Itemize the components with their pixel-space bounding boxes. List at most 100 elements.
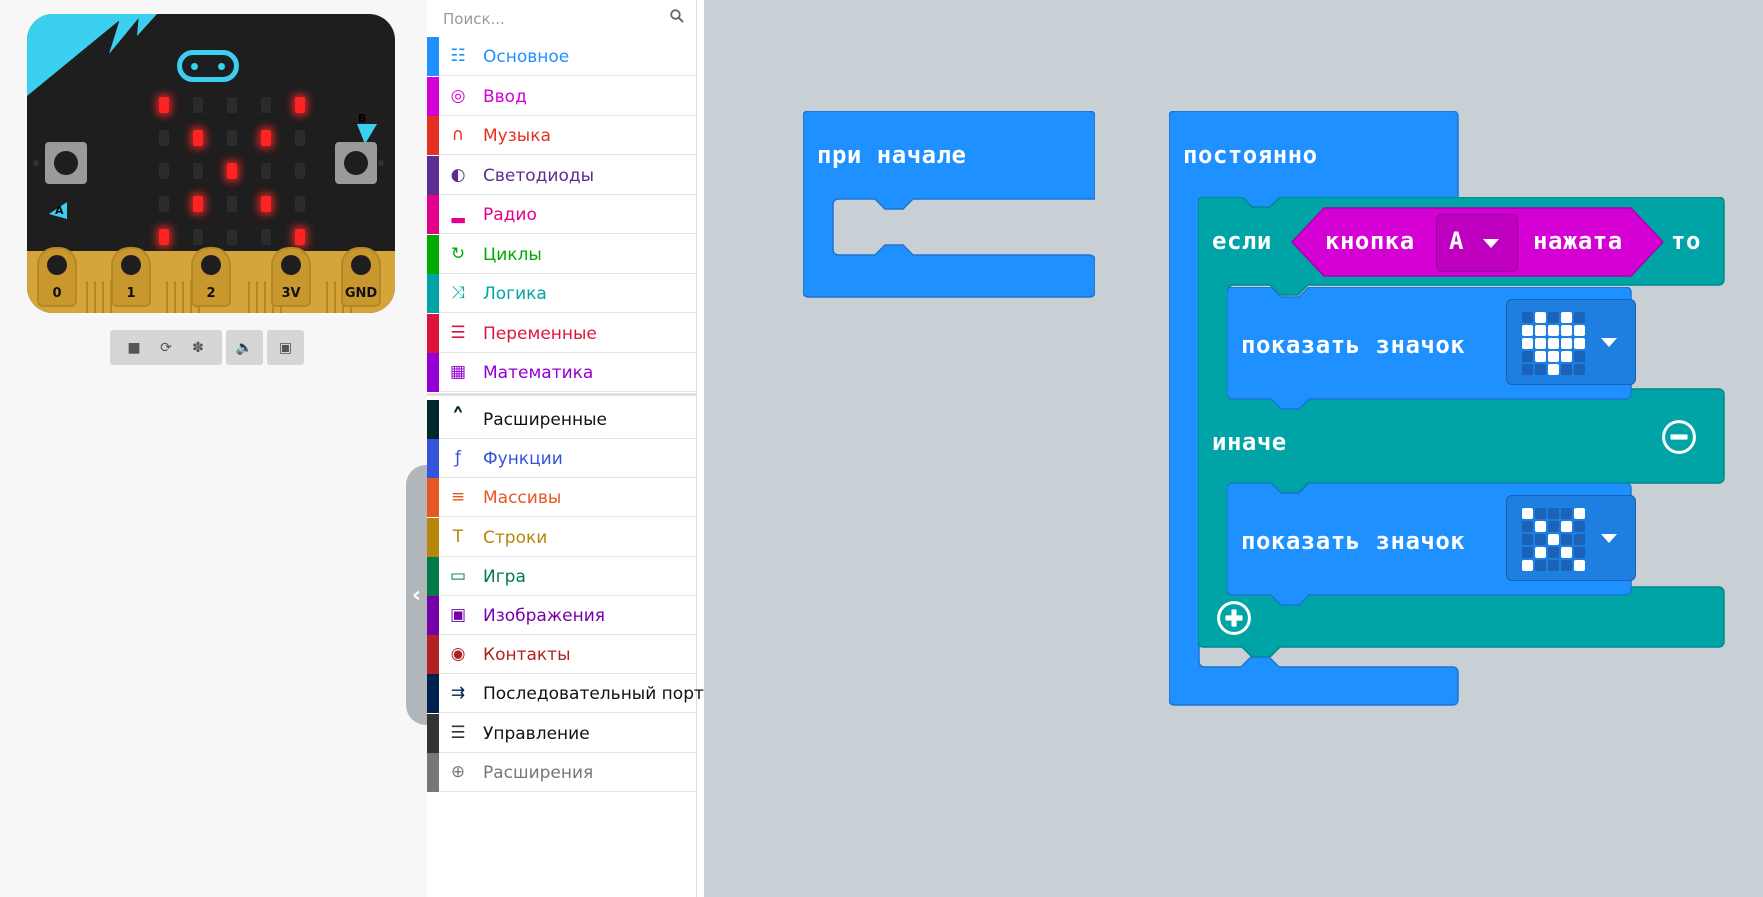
- icon-pixel: [1522, 312, 1533, 323]
- simulator-pane: A B 0 1 2 3V GND ■ ⟳ ✽ 🔈: [0, 0, 427, 897]
- led-1-1: [193, 130, 203, 146]
- pin-3v[interactable]: 3V: [271, 247, 311, 307]
- on-start-block[interactable]: [803, 111, 1095, 301]
- collapse-simulator-button[interactable]: ‹: [406, 465, 427, 725]
- icon-pixel: [1522, 508, 1533, 519]
- icon-pixel: [1522, 521, 1533, 532]
- chevron-left-icon: ‹: [411, 582, 422, 608]
- add-else-if-button[interactable]: [1216, 600, 1252, 636]
- remove-else-button[interactable]: [1661, 419, 1697, 455]
- microbit-corner-logo: [27, 14, 377, 219]
- category-label: Расширения: [483, 762, 594, 783]
- category-advanced-6[interactable]: ◉Контакты: [427, 635, 696, 675]
- text-icon: T: [452, 526, 464, 547]
- toolbox: ☷Основное◎Ввод∩Музыка◐Светодиоды▂Радио↻Ц…: [427, 0, 704, 897]
- signal-icon: ▂: [451, 204, 465, 224]
- category-categories-5[interactable]: ↻Циклы: [427, 234, 696, 274]
- category-advanced-5[interactable]: ▣Изображения: [427, 596, 696, 635]
- icon-pixel: [1561, 560, 1572, 571]
- led-0-0: [159, 97, 169, 113]
- else-label: иначе: [1212, 428, 1287, 456]
- led-4-2: [227, 229, 237, 245]
- pin-2[interactable]: 2: [191, 247, 231, 307]
- led-2-1: [193, 163, 203, 179]
- numbered-list-icon: ≡: [450, 487, 466, 508]
- block-workspace[interactable]: при начале постоянно если то кнопка A на…: [704, 0, 1763, 897]
- icon-pixel: [1535, 338, 1546, 349]
- button-a-label: A: [55, 204, 64, 217]
- x-mark-icon: [1522, 508, 1586, 572]
- led-1-0: [159, 130, 169, 146]
- category-label: Математика: [483, 363, 594, 383]
- if-else-block[interactable]: [1198, 197, 1726, 657]
- icon-pixel: [1561, 364, 1572, 375]
- button-a[interactable]: [45, 142, 87, 184]
- stop-icon[interactable]: ■: [127, 339, 141, 356]
- mute-button[interactable]: 🔈: [226, 330, 263, 365]
- show-icon-label-2: показать значок: [1241, 527, 1466, 555]
- search-input[interactable]: [441, 6, 665, 32]
- icon-picker-2[interactable]: [1506, 495, 1636, 581]
- category-categories-8[interactable]: ▦Математика: [427, 353, 696, 392]
- category-categories-0[interactable]: ☷Основное: [427, 37, 696, 76]
- category-label: Расширенные: [483, 410, 607, 430]
- button-b[interactable]: [335, 142, 377, 184]
- led-1-2: [227, 130, 237, 146]
- category-categories-1[interactable]: ◎Ввод: [427, 76, 696, 116]
- category-categories-7[interactable]: ☰Переменные: [427, 313, 696, 353]
- category-label: Последовательный порт: [483, 684, 704, 705]
- button-b-label: B: [358, 112, 367, 125]
- category-color-bar: [427, 116, 439, 155]
- led-3-4: [295, 196, 305, 212]
- restart-icon[interactable]: ⟳: [160, 339, 172, 356]
- icon-picker-1[interactable]: [1506, 299, 1636, 385]
- category-categories-6[interactable]: ⤨Логика: [427, 274, 696, 313]
- icon-pixel: [1535, 508, 1546, 519]
- category-label: Изображения: [483, 606, 606, 626]
- category-advanced-7[interactable]: ⇉Последовательный порт: [427, 674, 704, 714]
- icon-pixel: [1535, 521, 1546, 532]
- icon-pixel: [1548, 534, 1559, 545]
- plus-circle-icon: ⊕: [450, 761, 466, 782]
- category-label: Музыка: [483, 126, 551, 146]
- pin-1[interactable]: 1: [111, 247, 151, 307]
- debug-icon[interactable]: ✽: [192, 339, 204, 356]
- category-advanced-0[interactable]: ˄Расширенные: [427, 400, 696, 439]
- icon-pixel: [1574, 312, 1585, 323]
- icon-pixel: [1574, 351, 1585, 362]
- icon-pixel: [1535, 547, 1546, 558]
- category-color-bar: [427, 596, 439, 635]
- category-categories-2[interactable]: ∩Музыка: [427, 116, 696, 155]
- icon-pixel: [1561, 325, 1572, 336]
- icon-pixel: [1548, 351, 1559, 362]
- led-2-3: [261, 163, 271, 179]
- category-advanced-4[interactable]: ▭Игра: [427, 556, 696, 596]
- category-advanced-3[interactable]: T Строки: [427, 517, 696, 557]
- led-0-4: [295, 97, 305, 113]
- icon-pixel: [1561, 547, 1572, 558]
- function-icon: ƒ: [455, 448, 461, 469]
- search-icon[interactable]: [670, 9, 684, 23]
- category-advanced-2[interactable]: ≡Массивы: [427, 478, 696, 518]
- category-advanced-9[interactable]: ⊕ Расширения: [427, 752, 696, 792]
- category-categories-4[interactable]: ▂Радио: [427, 195, 696, 234]
- icon-pixel: [1561, 338, 1572, 349]
- pin-gnd[interactable]: GND: [341, 247, 381, 307]
- led-3-2: [227, 196, 237, 212]
- pin-0[interactable]: 0: [37, 247, 77, 307]
- icon-pixel: [1535, 351, 1546, 362]
- led-0-3: [261, 97, 271, 113]
- category-label: Строки: [483, 527, 548, 548]
- microbit-board[interactable]: A B 0 1 2 3V GND: [27, 14, 395, 313]
- pin-dot-right: [378, 160, 384, 166]
- category-advanced-8[interactable]: ☰Управление: [427, 713, 696, 753]
- fullscreen-button[interactable]: ▣: [267, 330, 304, 365]
- category-categories-3[interactable]: ◐Светодиоды: [427, 155, 696, 195]
- icon-pixel: [1522, 364, 1533, 375]
- icon-pixel: [1535, 364, 1546, 375]
- icon-pixel: [1561, 312, 1572, 323]
- category-label: Основное: [483, 47, 570, 67]
- button-dropdown[interactable]: A: [1436, 214, 1518, 272]
- icon-pixel: [1535, 560, 1546, 571]
